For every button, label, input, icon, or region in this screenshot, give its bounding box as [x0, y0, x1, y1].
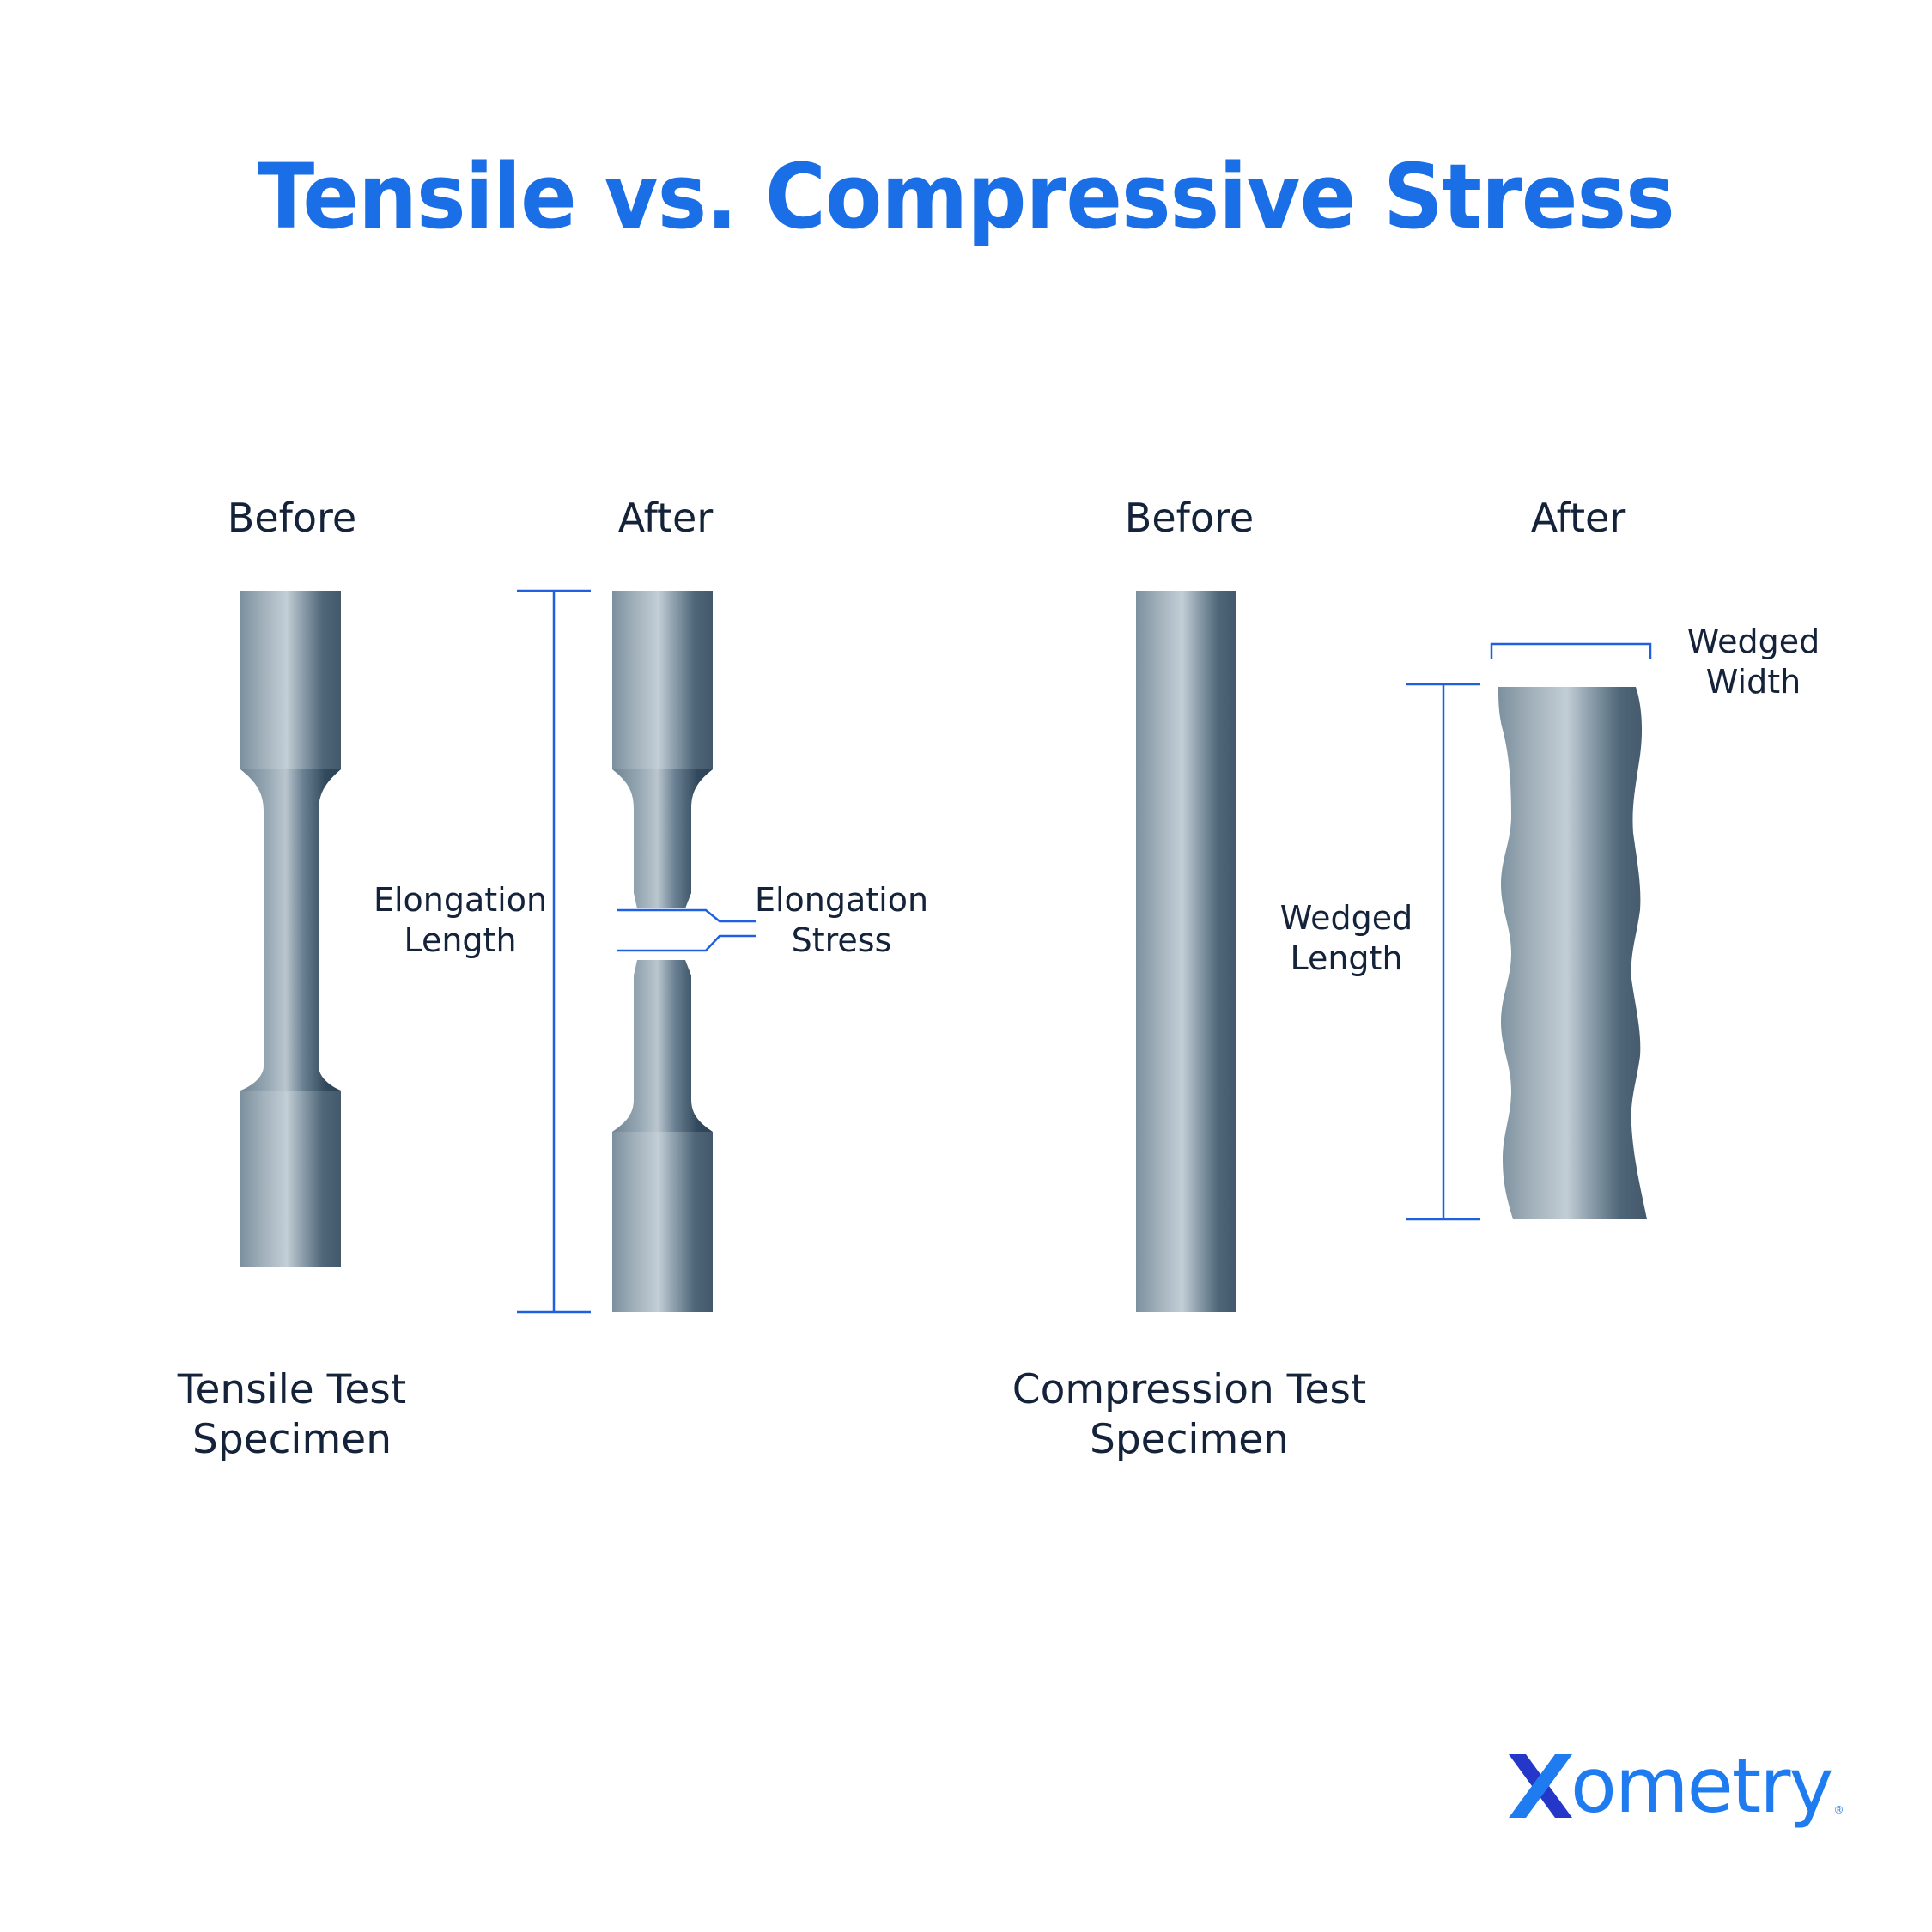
- wedged-length-label: Wedged Length: [1279, 899, 1413, 977]
- elongation-length-dimension: [517, 589, 591, 1314]
- tensile-caption: Tensile Test Specimen: [177, 1366, 407, 1463]
- compression-before-specimen: [1136, 591, 1236, 1312]
- tensile-before-label: Before: [227, 495, 357, 541]
- xometry-logo: ometry ®: [1507, 1747, 1844, 1825]
- wedged-length-dimension: [1406, 683, 1480, 1221]
- registered-mark: ®: [1833, 1804, 1844, 1816]
- compression-after-label: After: [1530, 495, 1626, 541]
- logo-wordmark: ometry: [1571, 1741, 1833, 1830]
- tensile-after-specimen: [612, 591, 713, 1312]
- tensile-before-specimen: [240, 591, 341, 1267]
- compression-after-specimen: [1498, 687, 1647, 1219]
- wedged-width-dimension: [1490, 642, 1652, 659]
- wedged-width-label: Wedged Width: [1686, 623, 1820, 701]
- elongation-stress-label: Elongation Stress: [754, 881, 929, 959]
- tensile-after-label: After: [617, 495, 714, 541]
- elongation-stress-callout: [617, 908, 756, 952]
- xometry-x-mark-icon: [1509, 1754, 1572, 1818]
- compression-caption: Compression Test Specimen: [1012, 1366, 1367, 1463]
- compression-before-label: Before: [1124, 495, 1255, 541]
- elongation-length-label: Elongation Length: [373, 881, 548, 959]
- page-title: Tensile vs. Compressive Stress: [258, 144, 1674, 249]
